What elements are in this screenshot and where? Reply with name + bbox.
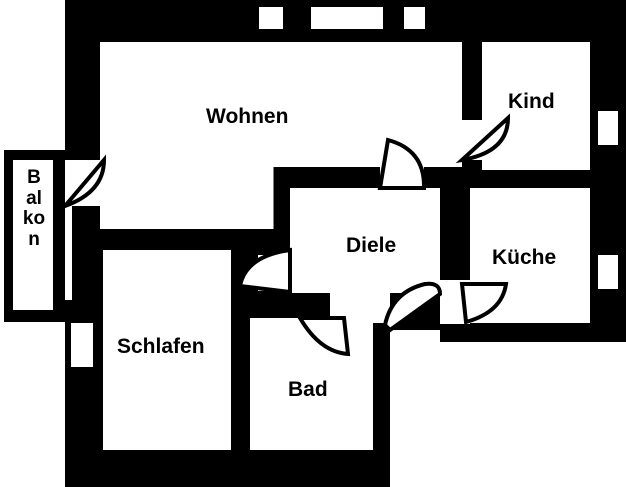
diele-bottom-door-swing	[382, 281, 443, 333]
window-kind	[596, 109, 620, 147]
bad-door-swing	[296, 316, 351, 357]
window-top-2	[309, 5, 385, 31]
kueche-door-swing	[459, 282, 509, 325]
room-floors	[100, 42, 590, 450]
interior-wall-edges	[273, 167, 457, 280]
diele-left-door-swing	[237, 247, 292, 295]
floor-diele	[290, 188, 440, 293]
room-label-wohnen: Wohnen	[206, 105, 289, 128]
diele-top-door-swing	[377, 137, 427, 190]
room-label-balkon: Balkon	[22, 167, 46, 250]
window-top-1	[257, 5, 285, 31]
floor-schlafen	[103, 250, 231, 450]
window-kueche	[596, 253, 620, 291]
room-label-diele: Diele	[346, 234, 397, 257]
floor-bad	[250, 318, 373, 450]
room-label-schlafen: Schlafen	[117, 335, 205, 358]
room-label-kueche: Küche	[492, 246, 557, 269]
room-label-bad: Bad	[288, 378, 328, 401]
room-label-kind: Kind	[508, 90, 555, 113]
floor-wohnen-lower	[100, 167, 275, 229]
top-windows	[257, 5, 427, 31]
right-windows	[596, 109, 620, 291]
window-schlafen	[69, 321, 95, 369]
balkon-door-swing	[58, 154, 107, 211]
floor-kind	[482, 42, 590, 170]
window-top-3	[402, 5, 427, 31]
balkon-floor	[13, 160, 53, 310]
kind-door-swing	[455, 113, 511, 164]
